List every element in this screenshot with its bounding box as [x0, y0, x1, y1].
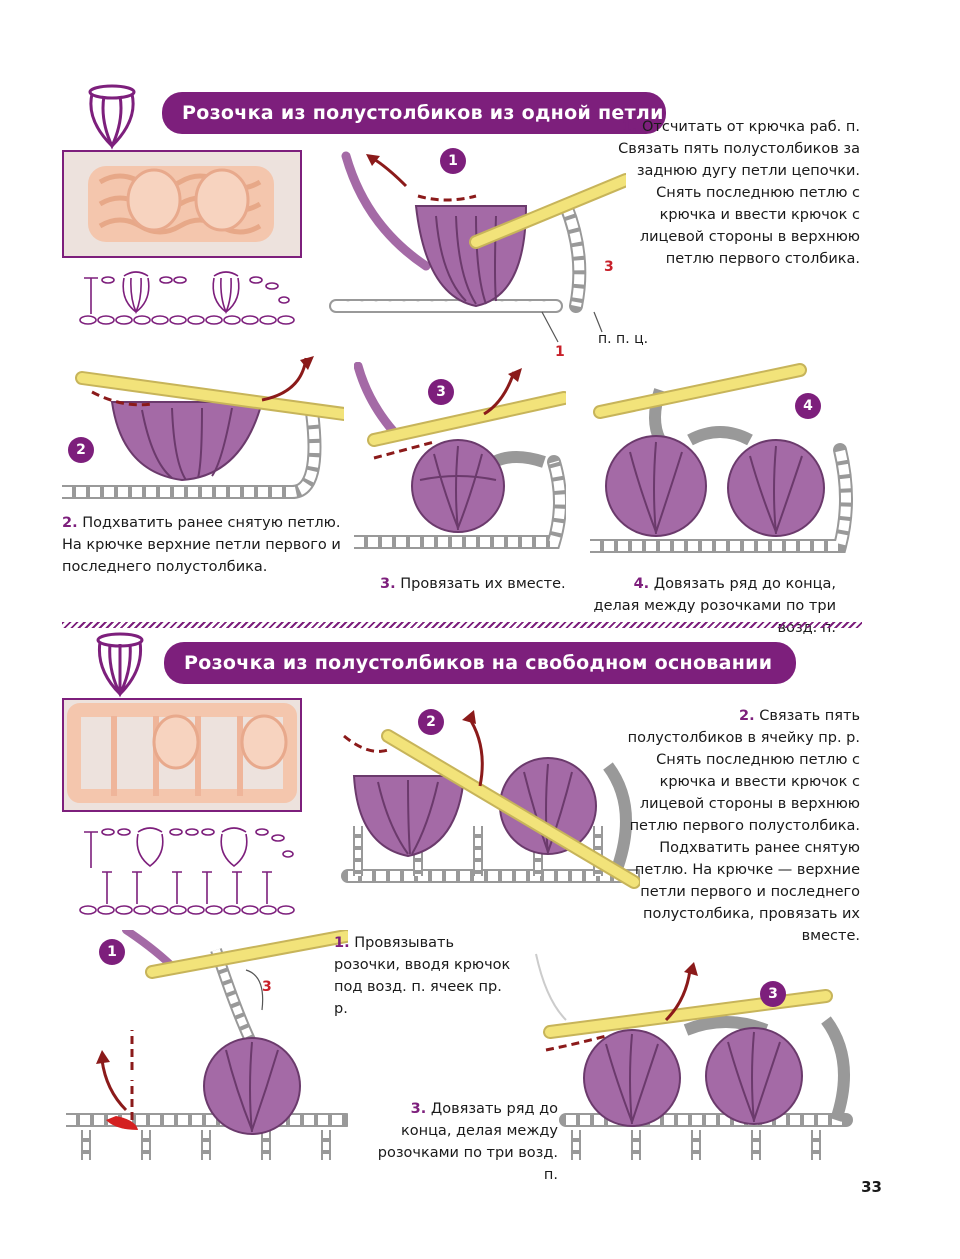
step4-text-block: 4. Довязать ряд до конца, делая между ро…: [590, 573, 836, 639]
s2-step1-label-3: 3: [262, 979, 272, 995]
step1-label-1: 1: [555, 344, 565, 360]
step4-badge: 4: [795, 393, 821, 419]
knitted-sample-image: [64, 152, 300, 256]
step2-number: 2.: [62, 515, 78, 531]
puff-stitch-open-base-icon: [96, 632, 144, 698]
s2-step1-text-block: 1. Провязывать розочки, вводя крючок под…: [334, 932, 514, 1020]
step2-illustration: [62, 356, 344, 499]
step2-text: Подхватить ранее снятую петлю. На крючке…: [62, 515, 341, 575]
step3-illustration: [354, 362, 566, 549]
step1-number: 1.: [621, 119, 638, 135]
sample-photo-2: [62, 698, 302, 812]
step1-label-3: 3: [604, 259, 614, 275]
step1-text: Отсчитать от крючка раб. п. Связать пять…: [618, 119, 860, 267]
s2-step3-number: 3.: [410, 1101, 427, 1117]
step2-text-block: 2. Подхватить ранее снятую петлю. На крю…: [62, 512, 348, 578]
knitted-sample-image-2: [64, 700, 300, 810]
s2-step2-text-block: 2. Связать пять полустолбиков в ячейку п…: [620, 705, 860, 947]
section-title-1: Розочка из полустолбиков из одной петли: [162, 92, 666, 134]
page-number: 33: [861, 1178, 882, 1196]
s2-step2-badge: 2: [418, 709, 444, 735]
sample-photo-1: [62, 150, 302, 258]
step1-illustration: [329, 151, 626, 343]
step1-label-ppc: п. п. ц.: [598, 331, 649, 347]
section-divider: [62, 622, 862, 628]
s2-step1-badge: 1: [99, 939, 125, 965]
s2-step1-number: 1.: [334, 935, 350, 951]
stitch-chart-2: [79, 827, 295, 915]
section-title-2: Розочка из полустолбиков на свободном ос…: [164, 642, 796, 684]
s2-step1-text: Провязывать розочки, вводя крючок под во…: [334, 935, 511, 1017]
s2-step2-text: Связать пять полустолбиков в ячейку пр. …: [627, 708, 860, 944]
s2-step2-number: 2.: [738, 708, 755, 724]
stitch-chart-1: [79, 271, 295, 325]
s2-step2-illustration: [341, 710, 640, 889]
step4-number: 4.: [633, 576, 650, 592]
step2-badge: 2: [68, 437, 94, 463]
s2-step3-badge: 3: [760, 981, 786, 1007]
step3-number: 3.: [380, 576, 396, 592]
puff-stitch-symbol-icon: [88, 84, 136, 150]
step3-badge: 3: [428, 379, 454, 405]
s2-step3-text-block: 3. Довязать ряд до конца, делая между ро…: [360, 1098, 558, 1186]
s2-step1-illustration: [66, 930, 348, 1160]
s2-step3-illustration: [535, 953, 853, 1160]
step3-text: Провязать их вместе.: [400, 576, 566, 592]
s2-step3-text: Довязать ряд до конца, делая между розоч…: [377, 1101, 558, 1183]
step3-text-block: 3. Провязать их вместе.: [380, 573, 580, 595]
step1-text-block: 1. Отсчитать от крючка раб. п. Связать п…: [600, 116, 860, 270]
step1-badge: 1: [440, 148, 466, 174]
step4-illustration: [590, 363, 853, 553]
